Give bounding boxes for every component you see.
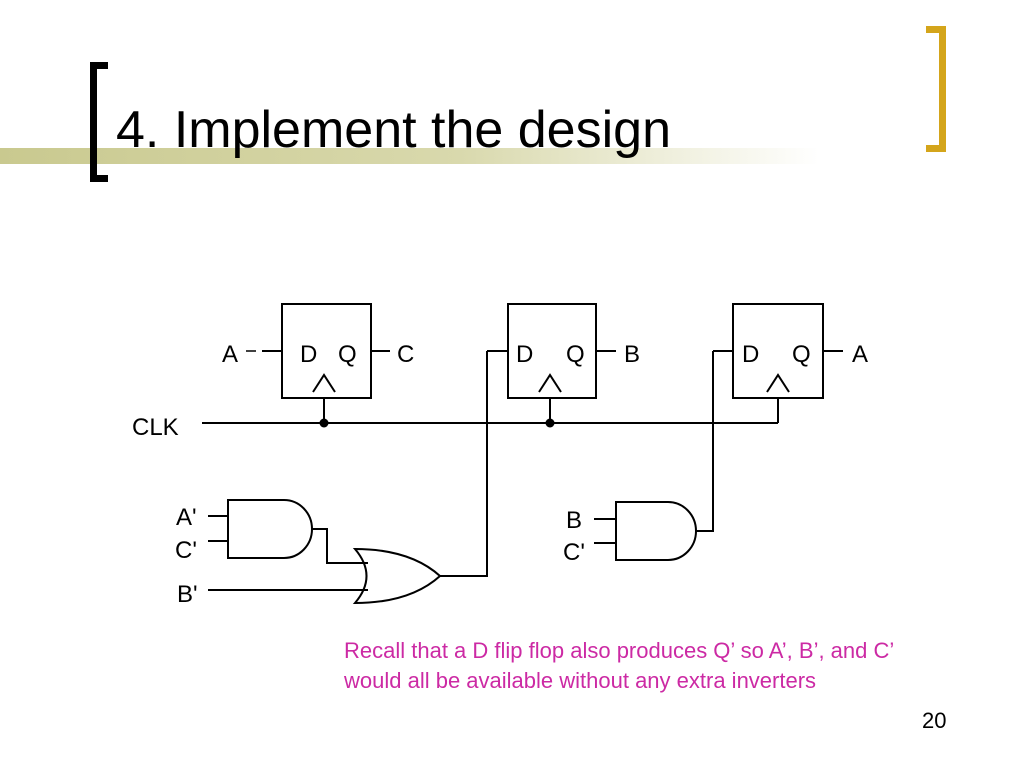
clock-junction-2	[545, 418, 555, 428]
flip-flop-2-clock-symbol	[538, 373, 562, 393]
flip-flop-1-output-label: C	[397, 341, 414, 368]
and-gate-2-body	[615, 501, 697, 561]
flip-flop-1-q-pin: Q	[338, 341, 357, 368]
flip-flop-3-d-pin: D	[742, 341, 759, 368]
flip-flop-3-q-pin: Q	[792, 341, 811, 368]
flip-flop-2-d-pin: D	[516, 341, 533, 368]
recall-note: Recall that a D flip flop also produces …	[344, 636, 1004, 696]
flip-flop-3: D Q	[713, 303, 843, 423]
or-gate-body	[352, 547, 442, 605]
and-gate-1-input-2-label: C'	[175, 537, 197, 564]
flip-flop-1-body	[281, 303, 372, 399]
clock-junction-1	[319, 418, 329, 428]
or-gate-input-label: B'	[177, 581, 198, 608]
title-accent-band	[0, 148, 1024, 164]
and-gate-2	[594, 351, 714, 561]
flip-flop-1: D Q	[246, 303, 390, 423]
left-bracket-decoration	[90, 62, 108, 182]
and-gate-1	[208, 499, 368, 564]
flip-flop-1-clock-symbol	[312, 373, 336, 393]
flip-flop-2-output-label: B	[624, 341, 640, 368]
or-gate	[208, 351, 488, 605]
and-gate-2-input-2-label: C'	[563, 539, 585, 566]
page-number: 20	[922, 708, 947, 733]
flip-flop-1-d-pin: D	[300, 341, 317, 368]
slide-title: 4. Implement the design	[116, 101, 671, 159]
and-gate-2-output-wire	[696, 351, 714, 532]
and-gate-1-body	[227, 499, 313, 559]
flip-flop-1-input-label: A	[222, 341, 238, 368]
right-bracket-decoration	[926, 26, 946, 152]
recall-note-line-2: would all be available without any extra…	[344, 668, 817, 693]
flip-flop-2: D Q	[487, 303, 616, 423]
and-gate-1-output-wire	[312, 528, 368, 564]
flip-flop-3-output-label: A	[852, 341, 868, 368]
flip-flop-3-clock-symbol	[766, 373, 790, 393]
clock-label: CLK	[132, 414, 179, 441]
flip-flop-2-q-pin: Q	[566, 341, 585, 368]
and-gate-1-input-1-label: A'	[176, 504, 197, 531]
or-gate-output-wire	[440, 351, 488, 577]
and-gate-2-input-1-label: B	[566, 507, 582, 534]
recall-note-line-1: Recall that a D flip flop also produces …	[344, 638, 895, 663]
